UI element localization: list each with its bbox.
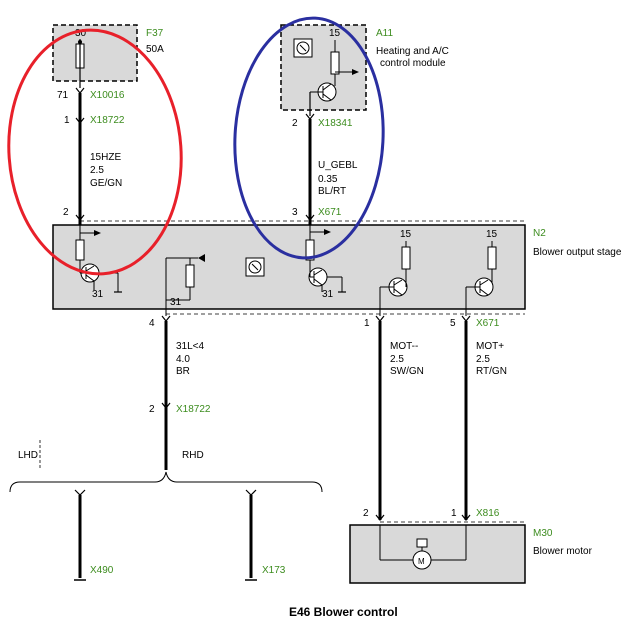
wire3-size: 4.0 bbox=[176, 354, 190, 365]
x816-pin-right: 1 bbox=[451, 508, 457, 519]
n2-mid-id: X671 bbox=[318, 207, 342, 218]
wire4-size: 2.5 bbox=[390, 354, 404, 365]
rhd-label: RHD bbox=[182, 450, 204, 461]
x18341-id: X18341 bbox=[318, 118, 353, 129]
lhd-label: LHD bbox=[18, 450, 38, 461]
n2-mid-pin: 3 bbox=[292, 207, 298, 218]
x18341-pin: 2 bbox=[292, 118, 298, 129]
wire2-color: BL/RT bbox=[318, 186, 346, 197]
n2-gnd1-label: 31 bbox=[92, 289, 104, 300]
n2-bottom-id: X671 bbox=[476, 318, 500, 329]
x18722-bottom-id: X18722 bbox=[176, 404, 211, 415]
n2-gnd3-label: 31 bbox=[322, 289, 334, 300]
a11-pin-label: 15 bbox=[329, 28, 341, 39]
x18722-top-id: X18722 bbox=[90, 115, 125, 126]
wire4-color: SW/GN bbox=[390, 366, 424, 377]
f37-id: F37 bbox=[146, 28, 164, 39]
x18722-top-pin: 1 bbox=[64, 115, 70, 126]
f37-rating: 50A bbox=[146, 44, 164, 55]
red-annotation-circle bbox=[7, 28, 183, 276]
a11-name-line1: Heating and A/C bbox=[376, 46, 449, 57]
wire2-size: 0.35 bbox=[318, 174, 338, 185]
m30-id: M30 bbox=[533, 528, 553, 539]
x10016-id: X10016 bbox=[90, 90, 125, 101]
n2-name: Blower output stage bbox=[533, 247, 622, 258]
wire3-color: BR bbox=[176, 366, 190, 377]
blue-annotation-circle bbox=[233, 16, 385, 260]
n2-pin15b-label: 15 bbox=[486, 229, 498, 240]
n2-gnd2-label: 31 bbox=[170, 297, 182, 308]
x173-id: X173 bbox=[262, 565, 286, 576]
wire1-color: GE/GN bbox=[90, 178, 122, 189]
x816-id: X816 bbox=[476, 508, 500, 519]
wire5-color: RT/GN bbox=[476, 366, 507, 377]
n2-bottom-pin-mot-minus: 1 bbox=[364, 318, 370, 329]
n2-bottom-pin-mot-plus: 5 bbox=[450, 318, 456, 329]
wire5-name: MOT+ bbox=[476, 341, 504, 352]
wire1-name: 15HZE bbox=[90, 152, 121, 163]
n2-output-stage-box bbox=[52, 224, 526, 310]
f37-pin-label: 30 bbox=[75, 28, 87, 39]
m30-name: Blower motor bbox=[533, 546, 593, 557]
x10016-pin: 71 bbox=[57, 90, 69, 101]
wire3-name: 31L<4 bbox=[176, 341, 205, 352]
n2-pin15a-label: 15 bbox=[400, 229, 412, 240]
a11-name-line2: control module bbox=[380, 58, 446, 69]
wire4-name: MOT-- bbox=[390, 341, 418, 352]
wire5-size: 2.5 bbox=[476, 354, 490, 365]
n2-bottom-pin-gnd: 4 bbox=[149, 318, 155, 329]
motor-symbol: M bbox=[418, 557, 425, 566]
m30-motor-box bbox=[349, 524, 526, 584]
x490-id: X490 bbox=[90, 565, 114, 576]
n2-left-pin: 2 bbox=[63, 207, 69, 218]
x18722-bottom-pin: 2 bbox=[149, 404, 155, 415]
wire1-size: 2.5 bbox=[90, 165, 104, 176]
a11-id: A11 bbox=[376, 28, 393, 39]
f37-fuse-box bbox=[52, 24, 138, 82]
diagram-title: E46 Blower control bbox=[289, 605, 398, 619]
wire2-name: U_GEBL bbox=[318, 160, 358, 171]
x816-pin-left: 2 bbox=[363, 508, 369, 519]
n2-id: N2 bbox=[533, 228, 546, 239]
variant-brace bbox=[9, 471, 323, 493]
